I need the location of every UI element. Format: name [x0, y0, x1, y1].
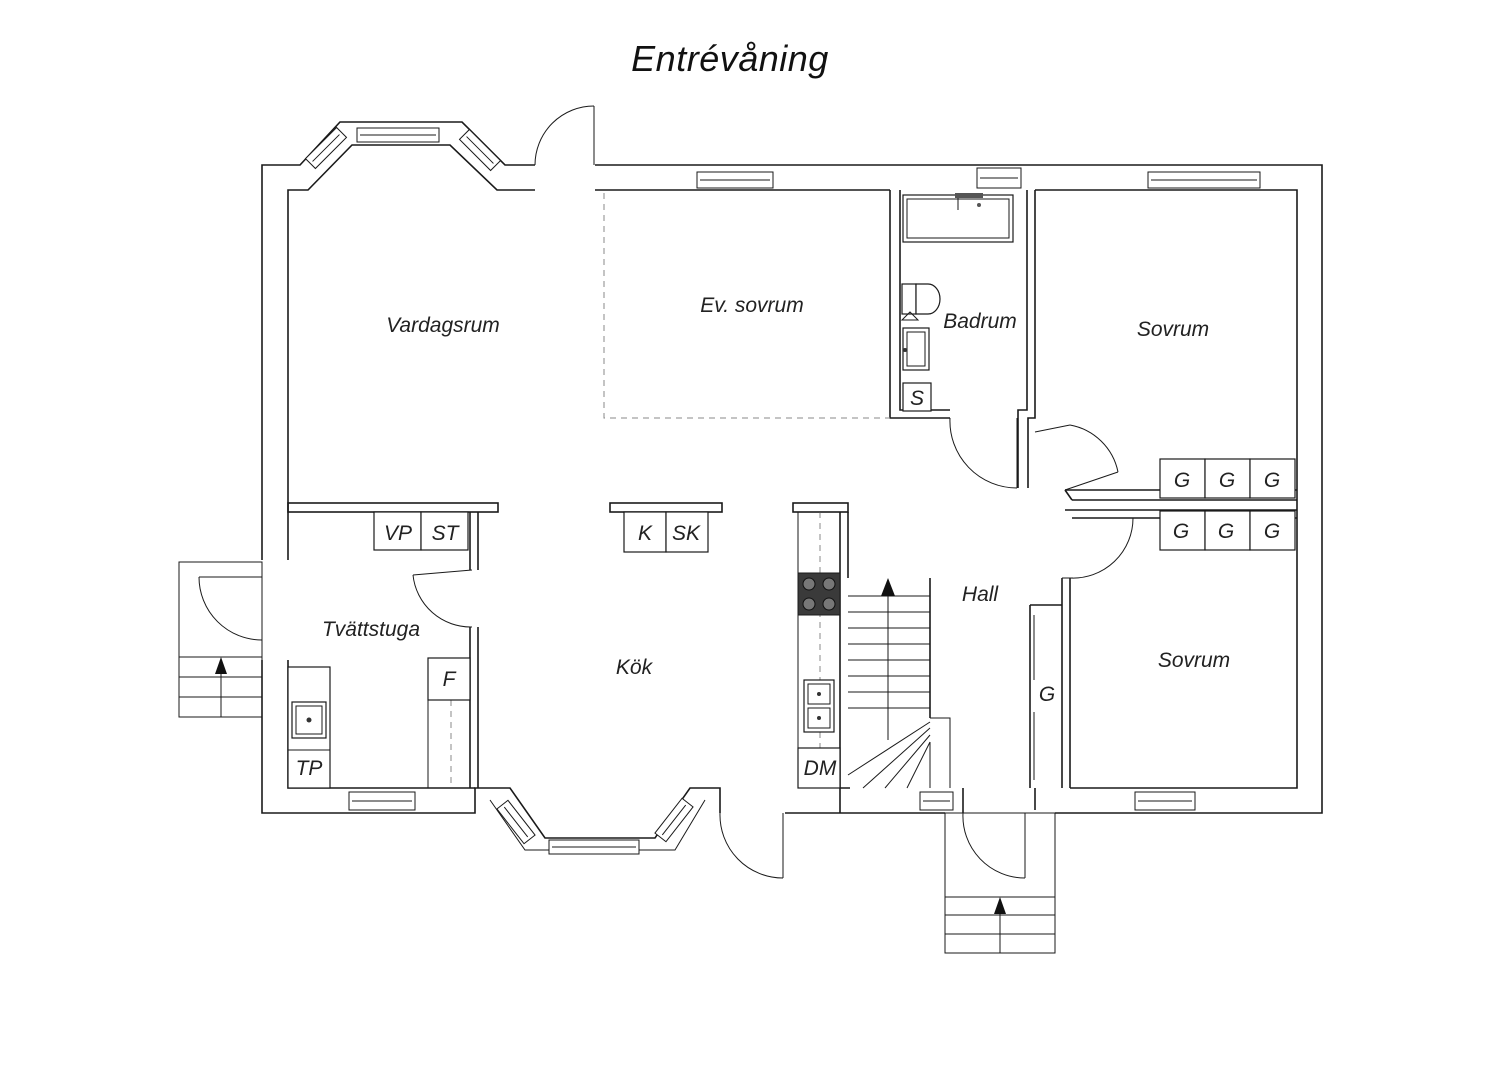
wardrobe-label: G [1264, 469, 1280, 492]
wardrobe-label: G [1264, 520, 1280, 543]
windows [304, 126, 1261, 855]
door [962, 812, 1026, 879]
double-sink-icon [803, 679, 835, 733]
room-label-sovrum-2: Sovrum [1158, 649, 1230, 672]
door [534, 105, 595, 166]
wardrobes: G G G G G G G [1039, 458, 1296, 706]
toilet [901, 283, 941, 315]
fixture-label-k: K [638, 522, 653, 545]
wardrobe-label: G [1173, 520, 1189, 543]
outer-walls [261, 121, 1323, 851]
door [719, 812, 784, 879]
sink [902, 327, 930, 371]
door [1062, 517, 1134, 579]
fixture-label-f: F [443, 668, 457, 691]
fixture-label-sk: SK [672, 522, 701, 545]
floor-plan-title: Entrévåning [631, 38, 829, 79]
room-labels: Vardagsrum Ev. sovrum Badrum Sovrum Sovr… [322, 294, 1230, 679]
bathroom-fixtures: S [900, 193, 1014, 412]
door [412, 569, 473, 628]
sink [291, 701, 327, 739]
room-label-badrum: Badrum [943, 310, 1017, 333]
stove-icon [797, 572, 841, 616]
fixture-label-dm: DM [804, 757, 837, 780]
door [1034, 424, 1119, 491]
fixture-label-st: ST [432, 522, 461, 545]
fixture-label-vp: VP [384, 522, 412, 545]
exterior-steps [178, 561, 1056, 954]
fixture-label-tp: TP [296, 757, 323, 780]
room-label-kok: Kök [616, 656, 654, 679]
room-label-hall: Hall [962, 583, 1000, 606]
hall-closet-label: G [1039, 683, 1055, 706]
room-label-sovrum-1: Sovrum [1137, 318, 1209, 341]
wardrobe-label: G [1174, 469, 1190, 492]
laundry-fixtures: VP ST TP F [287, 511, 471, 789]
door [198, 576, 263, 641]
arrow-up-icon [994, 897, 1006, 914]
arrow-up-icon [881, 578, 895, 596]
room-label-tvattstuga: Tvättstuga [322, 618, 420, 641]
door [949, 417, 1018, 489]
fixture-label-s: S [910, 387, 924, 410]
room-label-ev-sovrum: Ev. sovrum [700, 294, 803, 317]
room-label-vardagsrum: Vardagsrum [386, 314, 500, 337]
wardrobe-label: G [1219, 469, 1235, 492]
arrow-up-icon [215, 657, 227, 674]
wardrobe-label: G [1218, 520, 1234, 543]
doors [198, 105, 1134, 879]
kitchen-fixtures: K SK DM [623, 511, 841, 789]
staircase [847, 578, 951, 789]
